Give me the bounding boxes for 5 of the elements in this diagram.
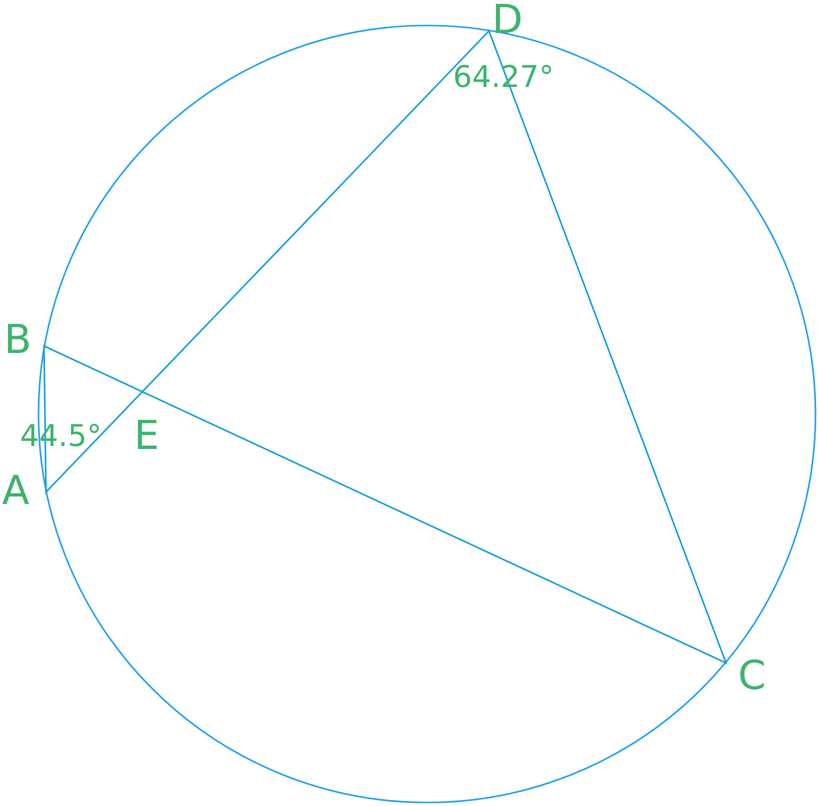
point-label: B [4, 320, 32, 360]
point-label: C [738, 656, 766, 696]
point-label: E [134, 416, 160, 456]
point-label: A [2, 471, 30, 511]
point-label: D [492, 0, 523, 40]
